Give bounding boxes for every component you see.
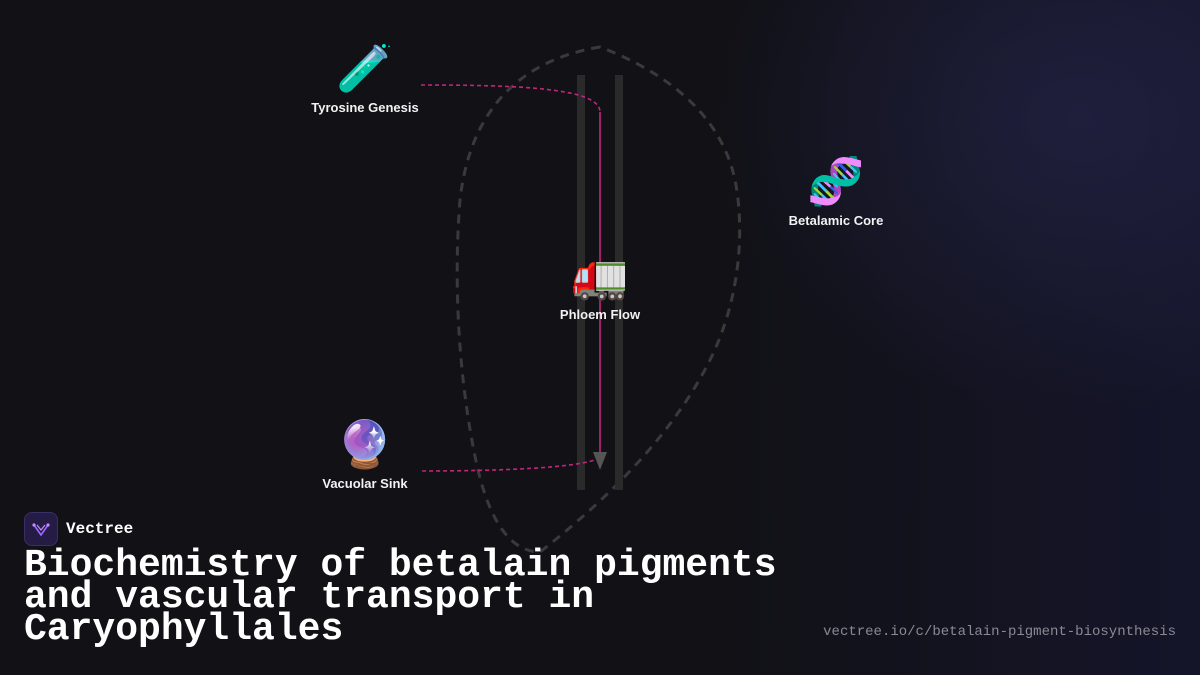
vessel-wall-left [577, 75, 585, 490]
delivery-truck-icon: 🚛 [571, 248, 629, 302]
node-betalamic-core[interactable]: 🧬 Betalamic Core [756, 153, 916, 228]
node-vacuolar-sink[interactable]: 🔮 Vacuolar Sink [285, 416, 445, 491]
node-phloem-flow[interactable]: 🚛 Phloem Flow [520, 247, 680, 322]
crystal-ball-icon: 🔮 [336, 417, 394, 471]
node-label: Tyrosine Genesis [311, 100, 419, 115]
node-label: Betalamic Core [788, 213, 884, 228]
vessel-wall-right [615, 75, 623, 490]
node-label: Phloem Flow [559, 307, 641, 322]
vectree-logo-icon [24, 512, 58, 546]
node-tyrosine-genesis[interactable]: 🧪 Tyrosine Genesis [285, 40, 445, 115]
test-tube-icon: 🧪 [336, 41, 394, 95]
dna-icon: 🧬 [807, 154, 865, 208]
page-url[interactable]: vectree.io/c/betalain-pigment-biosynthes… [823, 624, 1176, 640]
flow-arrowhead [593, 452, 607, 470]
flow-connector-tyrosine [420, 84, 601, 113]
leaf-outline [455, 45, 742, 554]
page-title: Biochemistry of betalain pigments and va… [24, 544, 777, 651]
brand-name: Vectree [66, 520, 134, 538]
brand[interactable]: Vectree [24, 512, 133, 546]
node-label: Vacuolar Sink [322, 476, 408, 491]
flow-connector-vacuolar [420, 457, 601, 472]
